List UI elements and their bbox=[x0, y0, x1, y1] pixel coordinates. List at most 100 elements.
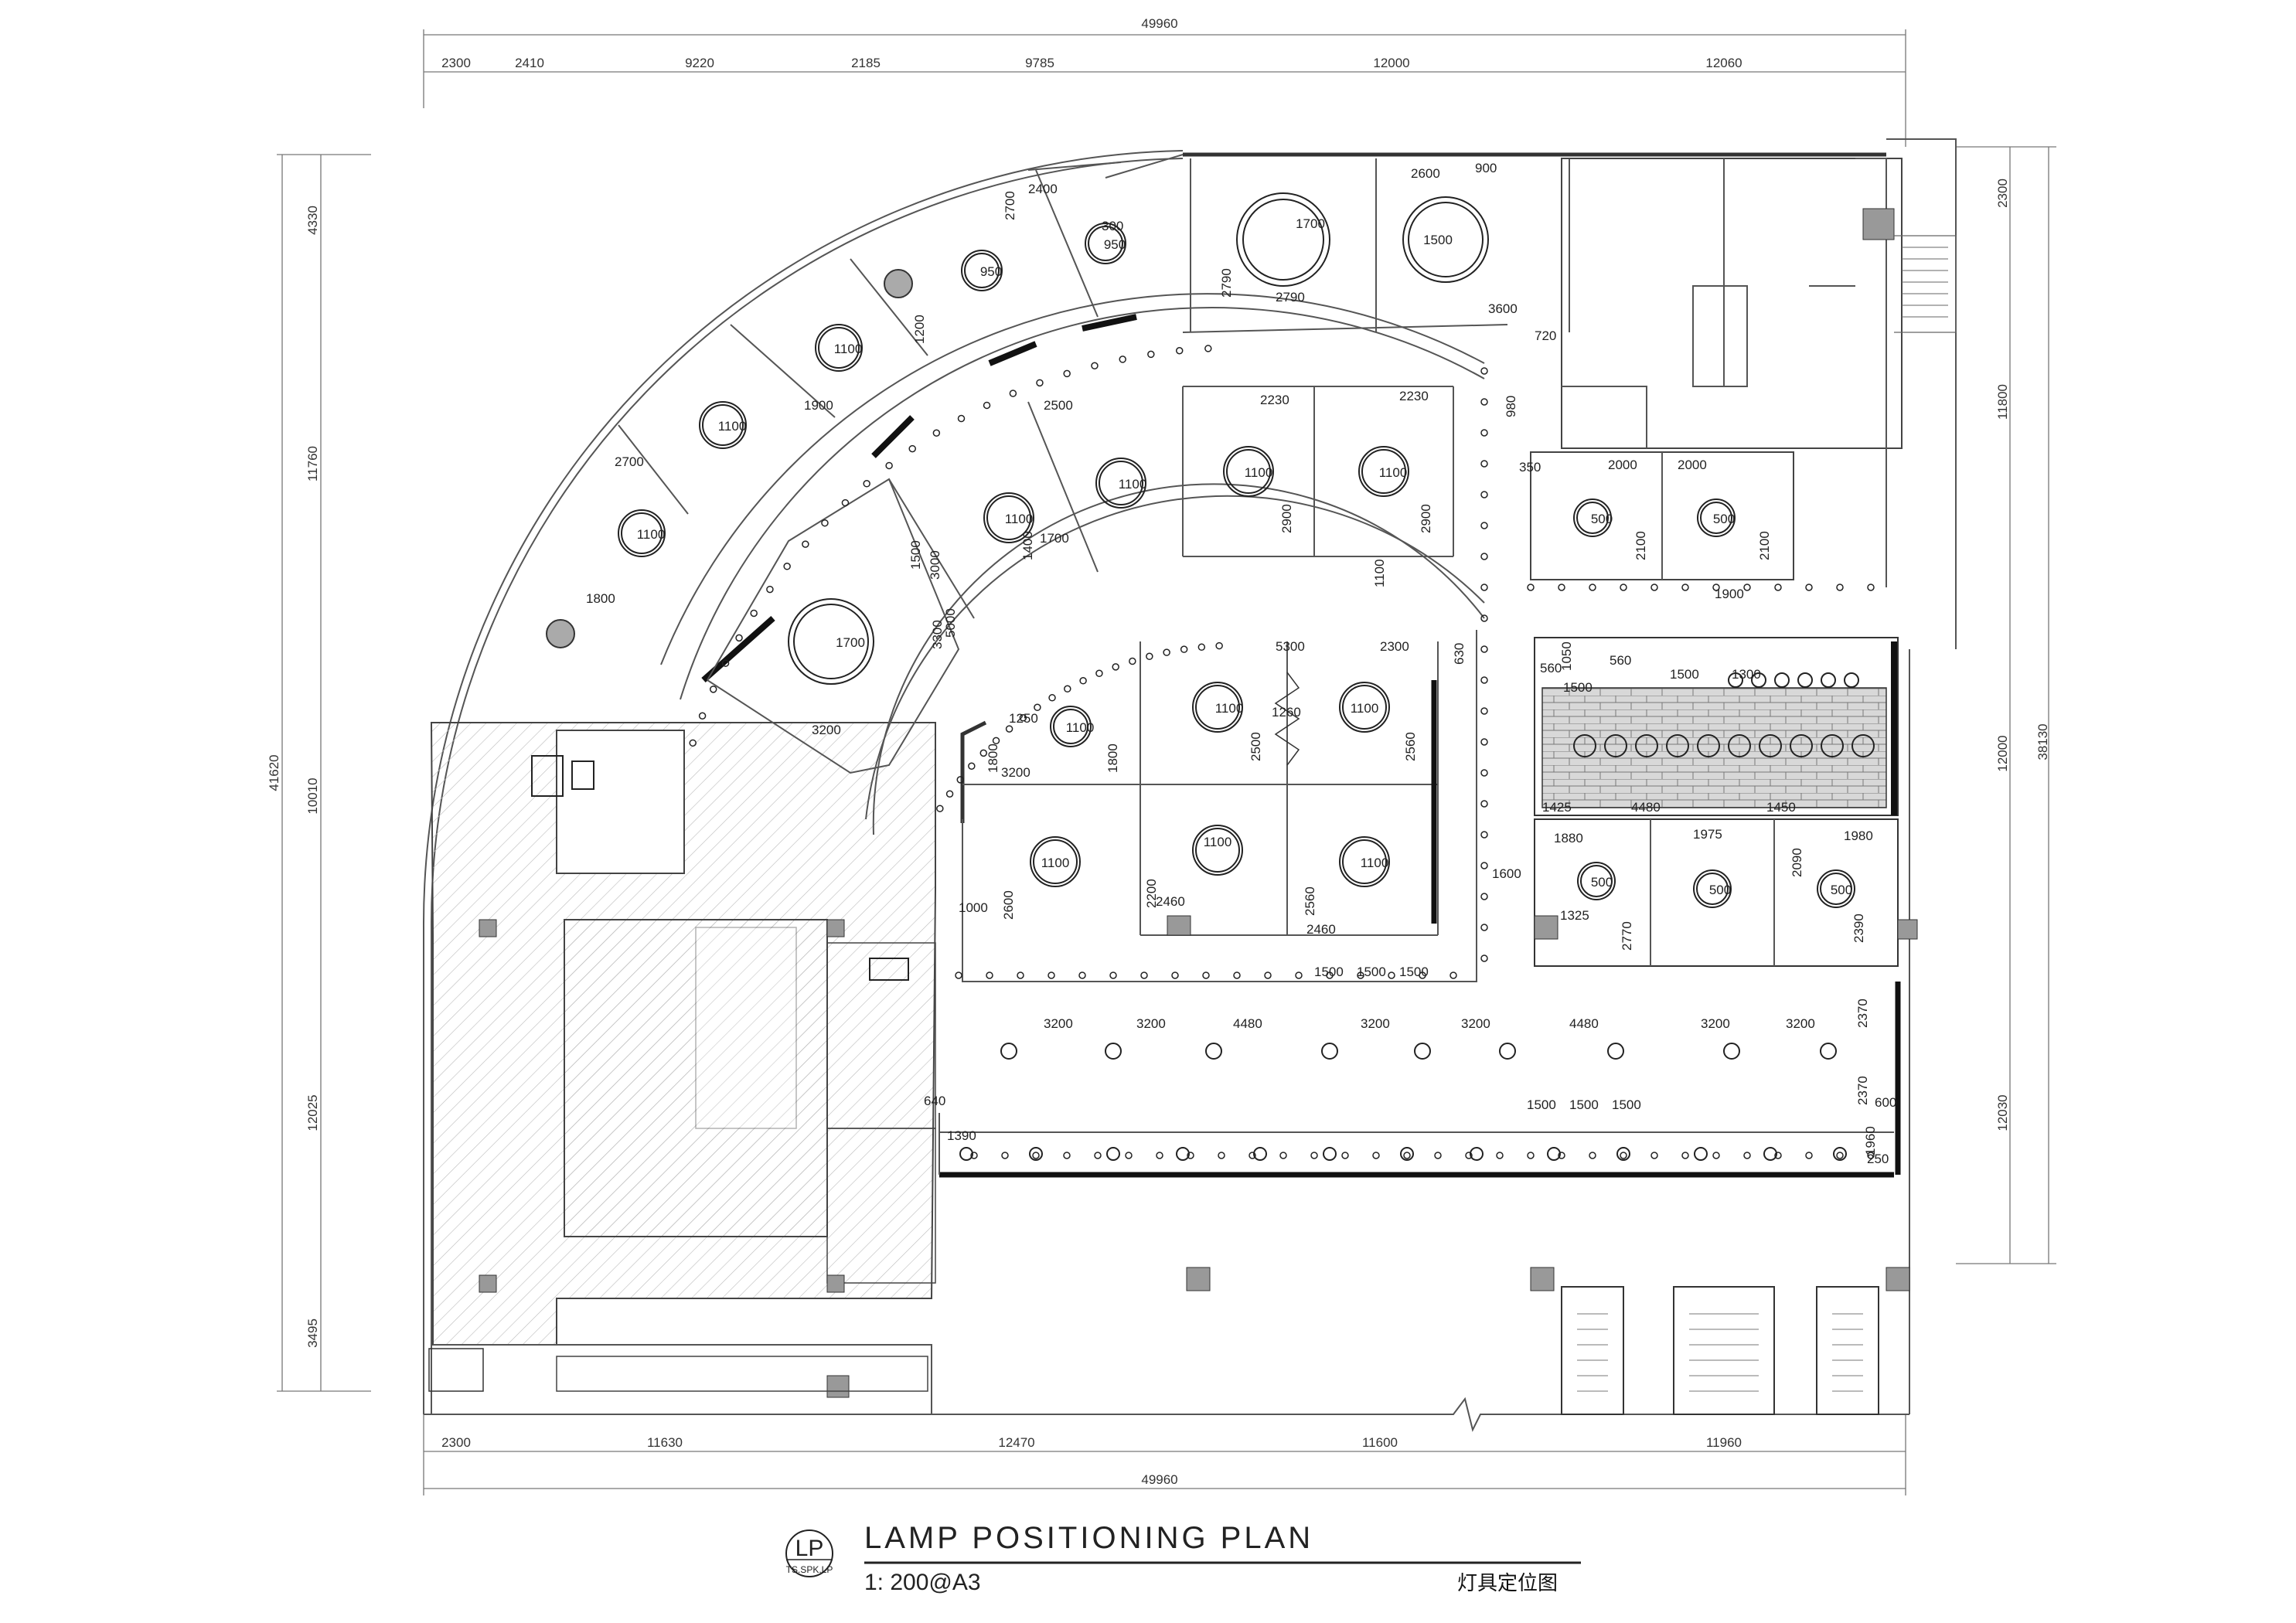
downlight-icon bbox=[1264, 971, 1272, 979]
pendant-lamp-icon bbox=[1321, 1043, 1338, 1060]
top-total-dim: 49960 bbox=[1141, 16, 1177, 31]
dim-label: 900 bbox=[1475, 161, 1497, 175]
dim-label: 2200 bbox=[1144, 879, 1159, 908]
downlight-icon bbox=[735, 634, 743, 642]
downlight-icon bbox=[689, 739, 697, 747]
strip-lamp-icon bbox=[1106, 1147, 1120, 1161]
escalators bbox=[1186, 1267, 1910, 1415]
downlight-icon bbox=[1357, 971, 1364, 979]
left-dim-2: 11760 bbox=[305, 446, 320, 481]
downlight-icon bbox=[932, 429, 941, 437]
lamp-label: 1100 bbox=[1041, 856, 1070, 870]
downlight-icon bbox=[1204, 345, 1212, 352]
dim-label: 300 bbox=[1102, 219, 1123, 233]
strip-lamp-icon bbox=[1029, 1147, 1043, 1161]
lamp-label: 1700 bbox=[836, 635, 865, 650]
dim-label: 2560 bbox=[1403, 732, 1418, 761]
downlight-icon bbox=[885, 461, 893, 470]
left-dim-3: 10010 bbox=[305, 777, 320, 814]
dim-label: 2700 bbox=[615, 454, 644, 469]
strip-lamp-icon bbox=[1323, 1147, 1337, 1161]
downlight-icon bbox=[1175, 346, 1184, 355]
lamp-label: 500 bbox=[1713, 512, 1735, 526]
downlight-icon bbox=[970, 1152, 978, 1159]
downlight-icon bbox=[1480, 398, 1488, 406]
dim-label: 1960 bbox=[1863, 1126, 1878, 1155]
dim-label: 2500 bbox=[1248, 732, 1263, 761]
downlight-icon bbox=[1017, 971, 1024, 979]
downlight-icon bbox=[1836, 1152, 1844, 1159]
downlight-icon bbox=[956, 776, 964, 784]
dim-label: 2000 bbox=[1608, 458, 1637, 472]
dim-label: 1500 bbox=[908, 540, 923, 570]
downlight-icon bbox=[783, 563, 791, 570]
strip-lamp-icon bbox=[1694, 1147, 1708, 1161]
lamp-label: 1100 bbox=[1351, 701, 1379, 716]
dim-label: 1400 bbox=[1020, 531, 1035, 560]
wall-wash-lights bbox=[1573, 672, 1875, 757]
downlight-icon bbox=[1372, 1152, 1380, 1159]
downlight-icon bbox=[945, 790, 954, 798]
corridor-downlights bbox=[689, 345, 1875, 1161]
downlight-icon bbox=[1527, 584, 1535, 591]
pendant-lamp-icon bbox=[1723, 1043, 1740, 1060]
top-dim-7: 12060 bbox=[1705, 56, 1742, 70]
downlight-icon bbox=[1480, 522, 1488, 529]
downlight-icon bbox=[1743, 584, 1751, 591]
dim-label: 1100 bbox=[1372, 559, 1387, 587]
downlight-icon bbox=[957, 414, 966, 423]
dim-label: 1050 bbox=[1559, 641, 1574, 671]
kitchen-hatched-zone bbox=[430, 722, 936, 1398]
right-dim-3: 12000 bbox=[1995, 735, 2010, 771]
dim-label: 1500 bbox=[1563, 680, 1593, 695]
downlight-icon bbox=[1480, 954, 1488, 962]
dim-label: 1500 bbox=[1399, 965, 1429, 979]
downlight-icon bbox=[908, 444, 916, 453]
downlight-icon bbox=[1620, 584, 1627, 591]
left-total-dim: 41620 bbox=[267, 754, 281, 791]
strip-lamp-icon bbox=[1763, 1147, 1777, 1161]
downlight-icon bbox=[1032, 1152, 1040, 1159]
dim-label: 1500 bbox=[1527, 1097, 1556, 1112]
dim-label: 4480 bbox=[1631, 800, 1661, 815]
dim-label: 600 bbox=[1875, 1095, 1896, 1110]
dim-label: 3200 bbox=[812, 723, 841, 737]
pendant-lamp-icon bbox=[1000, 1043, 1017, 1060]
lamp-label: 1100 bbox=[1005, 512, 1034, 526]
downlight-icon bbox=[1480, 707, 1488, 715]
downlight-icon bbox=[1109, 971, 1117, 979]
dim-label: 3300 bbox=[930, 620, 945, 649]
downlight-icon bbox=[1449, 971, 1457, 979]
lamp-label: 1100 bbox=[1245, 465, 1273, 480]
left-dim-4: 12025 bbox=[305, 1094, 320, 1131]
pendant-lamp-icon bbox=[1607, 1043, 1624, 1060]
dim-label: 3200 bbox=[1701, 1016, 1730, 1031]
dim-label: 3200 bbox=[1461, 1016, 1490, 1031]
downlight-icon bbox=[1125, 1152, 1133, 1159]
dim-label: 560 bbox=[1540, 661, 1562, 675]
downlight-icon bbox=[721, 659, 730, 667]
downlight-icon bbox=[1019, 713, 1027, 722]
bottom-dim-4: 11600 bbox=[1362, 1435, 1398, 1450]
dim-label: 4480 bbox=[1233, 1016, 1262, 1031]
lamp-label: 950 bbox=[980, 264, 1002, 279]
downlight-icon bbox=[1140, 971, 1148, 979]
top-dim-6: 12000 bbox=[1373, 56, 1409, 70]
downlight-icon bbox=[1620, 1152, 1627, 1159]
downlight-icon bbox=[1480, 584, 1488, 591]
downlight-icon bbox=[1480, 367, 1488, 375]
downlight-icon bbox=[1558, 1152, 1565, 1159]
top-dim-3: 9220 bbox=[685, 56, 714, 70]
right-dimension-chain bbox=[1956, 146, 2056, 1264]
downlight-icon bbox=[1480, 831, 1488, 839]
downlight-icon bbox=[1063, 1152, 1071, 1159]
drawing-scale: 1: 200@A3 bbox=[864, 1570, 981, 1595]
downlight-icon bbox=[986, 971, 993, 979]
lamp-label: 1100 bbox=[1379, 465, 1408, 480]
downlight-icon bbox=[992, 737, 1000, 745]
downlight-icon bbox=[968, 762, 976, 771]
lamp-diameter-labels: 1700 1500 950 950 1100 1100 1100 1100 11… bbox=[637, 216, 1852, 897]
downlight-icon bbox=[1048, 971, 1055, 979]
drawing-title-block: LP TS.SPK.LP LAMP POSITIONING PLAN 1: 20… bbox=[785, 1521, 1581, 1595]
